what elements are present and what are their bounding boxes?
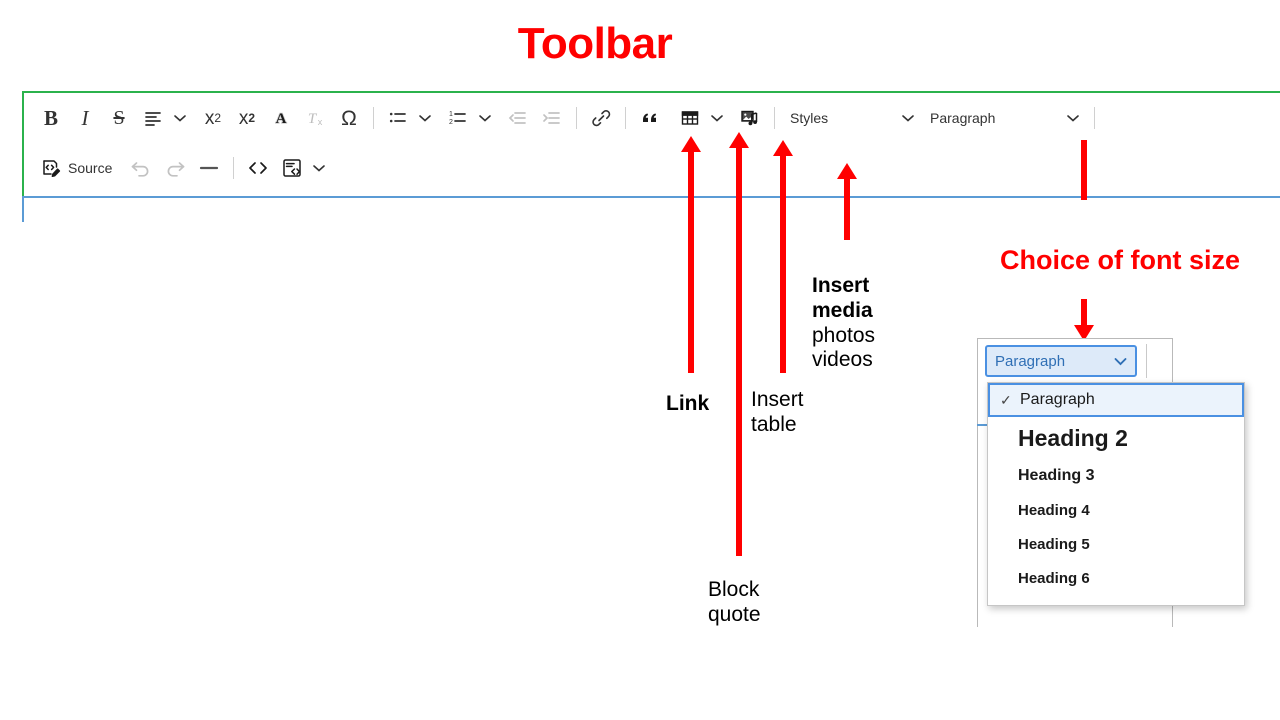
styles-dropdown[interactable]: Styles xyxy=(782,103,922,133)
dropdown-item-label: Heading 3 xyxy=(1018,467,1095,484)
dropdown-item-heading-4[interactable]: Heading 4 xyxy=(988,493,1244,527)
insert-table-icon[interactable] xyxy=(673,101,707,135)
dropdown-item-heading-2[interactable]: Heading 2 xyxy=(988,417,1244,459)
link-icon[interactable] xyxy=(584,101,618,135)
annotation-insert-table: Insert table xyxy=(751,388,841,438)
toolbar-divider xyxy=(1094,107,1095,129)
source-button-label: Source xyxy=(68,160,113,176)
annotation-choice-of-font-size: Choice of font size xyxy=(999,245,1240,275)
html-embed-icon[interactable] xyxy=(275,151,309,185)
annotation-block-quote: Block quote xyxy=(708,578,808,628)
font-size-arrow-head xyxy=(1074,325,1094,341)
increase-indent-icon[interactable] xyxy=(535,101,569,135)
horizontal-line-icon[interactable] xyxy=(192,151,226,185)
numbered-list-chevron-down-icon[interactable] xyxy=(475,101,495,135)
dropdown-item-label: Heading 4 xyxy=(1018,501,1090,519)
link-arrow-line xyxy=(688,151,694,373)
insert-media-arrow-head xyxy=(837,163,857,179)
dropdown-item-label: Heading 6 xyxy=(1018,569,1090,587)
dropdown-item-heading-3[interactable]: Heading 3 xyxy=(988,459,1244,493)
annotation-insert-media-line2: media xyxy=(812,298,873,322)
bold-button[interactable]: B xyxy=(43,105,58,130)
remove-format-icon[interactable]: T x xyxy=(298,101,332,135)
annotation-insert-media-line1: Insert xyxy=(812,274,870,297)
italic-button[interactable]: I xyxy=(81,105,89,130)
check-icon: ✓ xyxy=(1000,391,1012,408)
source-button[interactable]: Source xyxy=(34,151,118,185)
dropdown-item-label: Paragraph xyxy=(1020,391,1095,408)
paragraph-dropdown-trigger-value: Paragraph xyxy=(995,352,1066,370)
strikethrough-button[interactable]: S xyxy=(113,107,125,129)
html-embed-chevron-down-icon[interactable] xyxy=(309,151,329,185)
paragraph-dropdown-trigger[interactable]: Paragraph xyxy=(985,345,1137,377)
annotation-block-quote-line1: Block xyxy=(708,578,760,601)
code-block-icon[interactable] xyxy=(241,151,275,185)
paragraph-dropdown-menu: ✓ Paragraph Heading 2 Heading 3 Heading … xyxy=(987,382,1245,606)
redo-icon[interactable] xyxy=(158,151,192,185)
annotation-insert-media-line4: videos xyxy=(812,348,873,372)
insert-table-arrow-line xyxy=(780,155,786,373)
paragraph-dropdown-chevron-down-icon xyxy=(1114,357,1127,366)
undo-icon[interactable] xyxy=(124,151,158,185)
block-quote-arrow-head xyxy=(729,132,749,148)
annotation-block-quote-line2: quote xyxy=(708,602,761,626)
styles-chevron-down-icon xyxy=(902,114,914,122)
numbered-list-icon[interactable]: 1 2 xyxy=(441,101,475,135)
styles-dropdown-value: Styles xyxy=(790,110,829,126)
font-color-icon[interactable]: A xyxy=(264,101,298,135)
bulleted-list-icon[interactable] xyxy=(381,101,415,135)
toolbar-row-2: Source xyxy=(24,143,1280,193)
secondary-toolbar-divider xyxy=(1146,344,1147,378)
block-quote-arrow-line xyxy=(736,147,742,556)
toolbar-divider xyxy=(373,107,374,129)
bulleted-list-chevron-down-icon[interactable] xyxy=(415,101,435,135)
dropdown-item-label: Heading 2 xyxy=(1018,424,1128,451)
svg-text:1: 1 xyxy=(449,111,453,118)
annotation-insert-media-line3: photos xyxy=(812,323,876,347)
insert-media-icon[interactable] xyxy=(733,101,767,135)
text-alignment-icon[interactable] xyxy=(136,101,170,135)
svg-text:2: 2 xyxy=(449,119,453,126)
decrease-indent-icon[interactable] xyxy=(501,101,535,135)
editor-content-area[interactable] xyxy=(22,196,1280,222)
paragraph-format-dropdown[interactable]: Paragraph xyxy=(922,103,1087,133)
link-arrow-head xyxy=(681,136,701,152)
annotation-insert-media: Insert media photos videos xyxy=(812,274,922,373)
dropdown-item-heading-6[interactable]: Heading 6 xyxy=(988,561,1244,595)
toolbar-divider xyxy=(625,107,626,129)
toolbar-divider xyxy=(576,107,577,129)
toolbar-divider xyxy=(774,107,775,129)
insert-table-arrow-head xyxy=(773,140,793,156)
svg-text:A: A xyxy=(276,111,287,127)
font-size-arrow-line xyxy=(1081,299,1087,326)
insert-table-chevron-down-icon[interactable] xyxy=(707,101,727,135)
source-icon xyxy=(40,157,62,179)
page-title: Toolbar xyxy=(517,19,673,68)
special-character-icon[interactable]: Ω xyxy=(341,106,357,130)
paragraph-dropdown-value: Paragraph xyxy=(930,110,996,126)
toolbar-divider xyxy=(233,157,235,179)
paragraph-chevron-down-icon xyxy=(1067,114,1079,122)
font-size-connector-line xyxy=(1081,140,1087,200)
annotation-insert-table-line1: Insert xyxy=(751,388,804,411)
dropdown-item-label: Heading 5 xyxy=(1018,535,1090,553)
text-alignment-chevron-down-icon[interactable] xyxy=(170,101,190,135)
annotation-insert-table-line2: table xyxy=(751,412,797,436)
block-quote-icon[interactable] xyxy=(633,101,667,135)
svg-text:x: x xyxy=(318,117,323,127)
svg-text:T: T xyxy=(308,111,318,127)
dropdown-item-paragraph[interactable]: ✓ Paragraph xyxy=(988,383,1244,417)
insert-media-arrow-line xyxy=(844,178,850,240)
annotation-link: Link xyxy=(666,392,710,415)
dropdown-item-heading-5[interactable]: Heading 5 xyxy=(988,527,1244,561)
